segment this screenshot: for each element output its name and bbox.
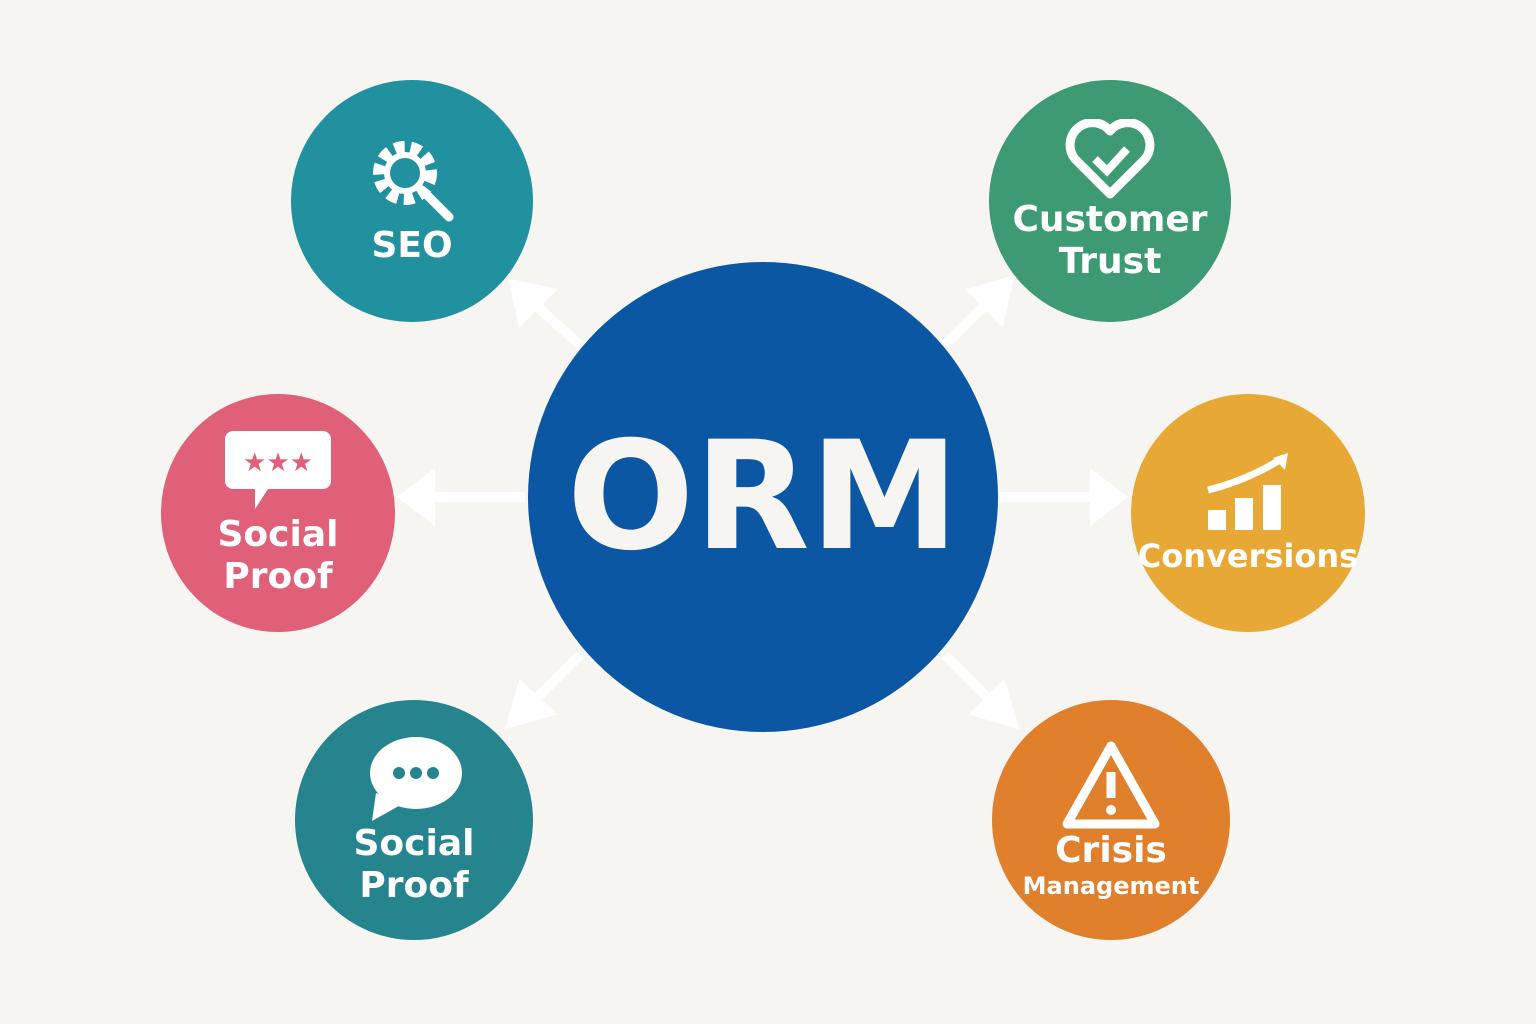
center-label: ORM [566, 410, 960, 584]
node-label: Social Proof [353, 823, 475, 906]
growth-chart-icon [1207, 452, 1288, 530]
node-customer-trust: Customer Trust [989, 80, 1231, 322]
node-conversions: Conversions [1131, 394, 1365, 632]
node-seo: SEO [291, 80, 533, 322]
chat-bubble-icon [370, 737, 462, 821]
node-label: SEO [371, 225, 453, 266]
node-crisis-management: Crisis Management [992, 700, 1230, 940]
node-label: Customer Trust [1012, 199, 1208, 282]
node-social-proof-chat: Social Proof [295, 700, 533, 940]
orm-center-circle: ORM [528, 262, 998, 732]
node-label: Social Proof [217, 513, 339, 597]
node-label: Crisis [1055, 830, 1167, 871]
heart-check-icon [1065, 119, 1155, 199]
warning-icon [1062, 741, 1160, 829]
gear-search-icon [373, 141, 454, 222]
node-label: Conversions [1137, 536, 1359, 575]
svg-text:★★★: ★★★ [243, 448, 313, 478]
node-social-proof-reviews: ★★★ Social Proof [161, 394, 395, 632]
node-sublabel: Management [1022, 872, 1200, 900]
review-stars-icon: ★★★ [225, 430, 331, 509]
